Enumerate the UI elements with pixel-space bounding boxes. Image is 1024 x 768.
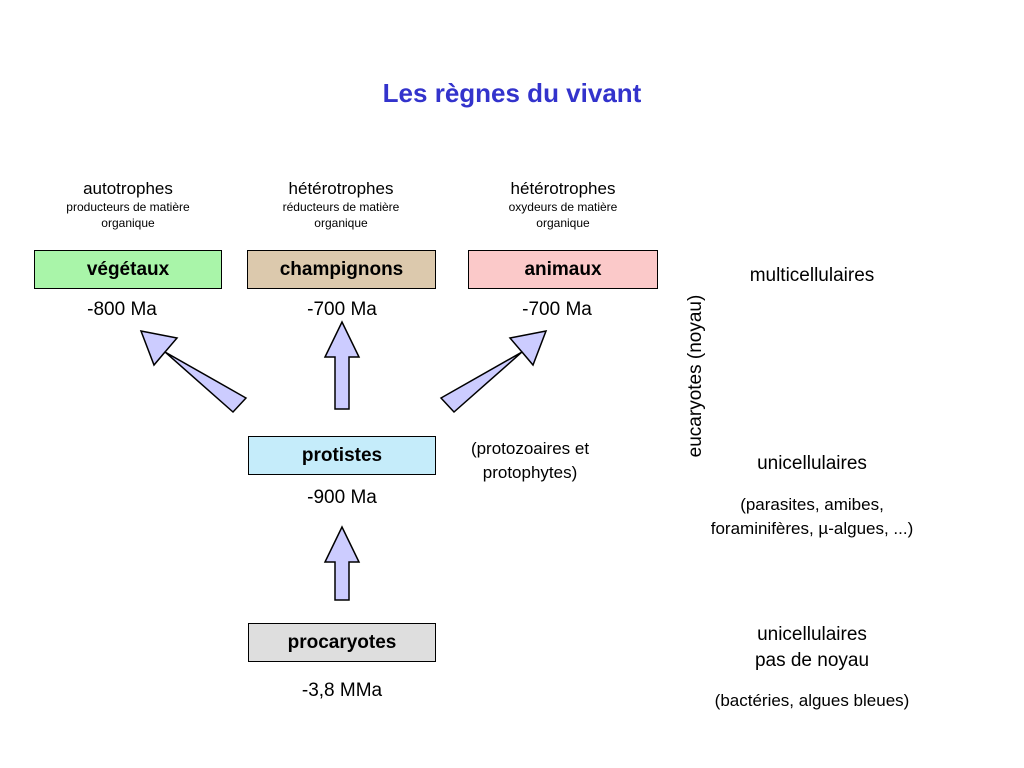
arrow-to-animaux xyxy=(439,330,548,414)
caption-champignons: hétérotrophes réducteurs de matière orga… xyxy=(241,179,441,231)
procaryotes-side-line: pas de noyau xyxy=(754,650,870,671)
procaryotes-side-label: unicellulaires pas de noyau xyxy=(712,622,912,674)
caption-vegetaux: autotrophes producteurs de matière organ… xyxy=(28,179,228,231)
box-animaux: animaux xyxy=(468,250,658,289)
caption-sub: producteurs de matière xyxy=(66,200,190,214)
caption-sub: organique xyxy=(101,216,155,230)
box-procaryotes: procaryotes xyxy=(248,623,436,662)
procaryotes-side-line: unicellulaires xyxy=(757,624,867,645)
caption-main: hétérotrophes xyxy=(288,179,394,198)
arrow-to-champignons xyxy=(323,320,361,410)
age-procaryotes: -3,8 MMa xyxy=(301,680,383,701)
caption-sub: réducteurs de matière xyxy=(282,200,400,214)
box-vegetaux: végétaux xyxy=(34,250,222,289)
unicellulaires-note-line: foraminifères, µ-algues, ...) xyxy=(710,519,914,538)
caption-sub: organique xyxy=(536,216,590,230)
caption-sub: oxydeurs de matière xyxy=(508,200,618,214)
age-animaux: -700 Ma xyxy=(522,299,592,320)
arrow-to-protistes xyxy=(323,525,361,601)
box-protistes: protistes xyxy=(248,436,436,475)
protistes-note-line: protophytes) xyxy=(482,463,578,482)
eucaryotes-label-text: eucaryotes (noyau) xyxy=(685,294,706,458)
age-vegetaux: -800 Ma xyxy=(87,299,157,320)
caption-animaux: hétérotrophes oxydeurs de matière organi… xyxy=(463,179,663,231)
caption-main: hétérotrophes xyxy=(510,179,616,198)
age-protistes: -900 Ma xyxy=(307,487,377,508)
caption-main: autotrophes xyxy=(83,179,173,198)
arrow-to-vegetaux xyxy=(139,330,248,414)
page-title: Les règnes du vivant xyxy=(382,78,642,108)
caption-sub: organique xyxy=(314,216,368,230)
unicellulaires-note: (parasites, amibes, foraminifères, µ-alg… xyxy=(672,493,952,541)
box-champignons: champignons xyxy=(247,250,436,289)
protistes-note: (protozoaires et protophytes) xyxy=(440,437,620,485)
multicellulaires-label: multicellulaires xyxy=(749,265,875,286)
age-champignons: -700 Ma xyxy=(307,299,377,320)
unicellulaires-label: unicellulaires xyxy=(757,453,867,474)
unicellulaires-note-line: (parasites, amibes, xyxy=(740,495,884,514)
procaryotes-side-note: (bactéries, algues bleues) xyxy=(714,691,910,710)
protistes-note-line: (protozoaires et xyxy=(470,439,590,458)
